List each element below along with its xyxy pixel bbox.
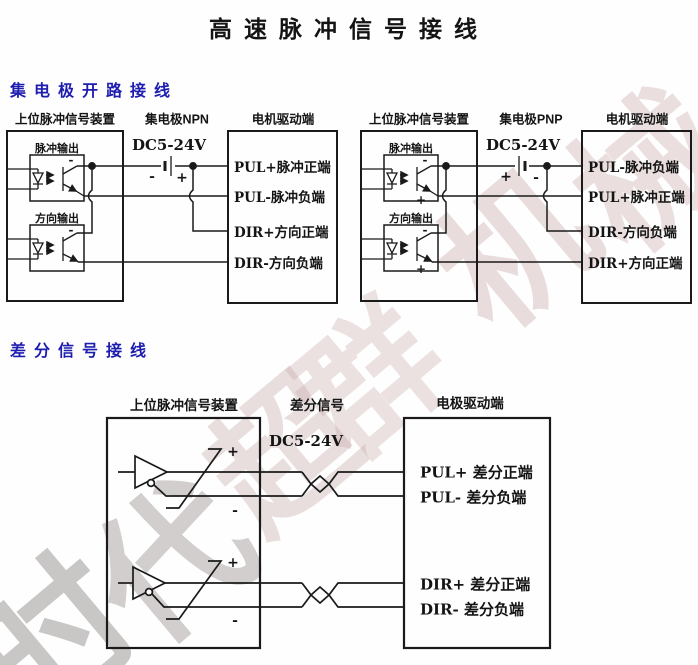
npn-direction-output-label: 方向输出 [35, 213, 79, 225]
diff-driver-box [402, 416, 552, 650]
junction-dot [189, 162, 197, 170]
pnp-opto-plus: + [415, 193, 427, 207]
npn-pulse-output-label: 脉冲输出 [35, 143, 79, 155]
npn-port-label: PUL-脉冲负端 [234, 190, 326, 206]
pnp-common-wire [431, 166, 447, 234]
diff-port-label: PUL- 差分负端 [420, 488, 527, 507]
pnp-battery [518, 156, 527, 176]
section-heading-open-collector: 集电极开路接线 [10, 81, 179, 100]
page-title: 高速脉冲信号接线 [209, 16, 489, 43]
npn-direction-optocoupler [7, 224, 85, 272]
pnp-port-label: DIR-方向负端 [588, 225, 677, 241]
pnp-battery-plus: + [500, 169, 512, 185]
diff-pul-plus-sign: + [227, 444, 239, 460]
npn-type-label: 集电极NPN [145, 112, 209, 127]
npn-driver-label: 电机驱动端 [251, 112, 315, 127]
diff-dir-plus-sign: + [227, 555, 239, 571]
twisted-pair-crossing [301, 582, 404, 605]
diff-direction-driver [118, 560, 404, 620]
twisted-pair-crossing [301, 471, 404, 494]
diff-port-label: DIR- 差分负端 [420, 600, 524, 619]
npn-battery [163, 156, 172, 176]
pnp-voltage-label: DC5-24V [485, 136, 561, 154]
diff-voltage-label: DC5-24V [268, 432, 344, 450]
pnp-port-label: DIR+方向正端 [588, 256, 683, 272]
diff-device-label: 上位脉冲信号装置 [130, 398, 238, 413]
npn-device-label: 上位脉冲信号装置 [14, 112, 116, 127]
pnp-pulse-optocoupler [361, 154, 439, 202]
pnp-opto-minus: - [422, 223, 428, 237]
pnp-battery-minus: - [533, 170, 539, 186]
pnp-direction-output-label: 方向输出 [389, 213, 433, 225]
twisted-pair-crossing [301, 585, 404, 608]
diff-pulse-driver [118, 448, 404, 509]
npn-battery-plus: + [176, 170, 188, 186]
npn-port-label: DIR+方向正端 [234, 225, 329, 241]
pnp-driver-box [581, 130, 692, 304]
pnp-circuit [360, 130, 692, 304]
pnp-port-label: PUL+脉冲正端 [588, 190, 685, 206]
npn-voltage-label: DC5-24V [131, 136, 207, 154]
npn-port-label: PUL+脉冲正端 [234, 160, 331, 176]
diff-device-box [105, 416, 262, 650]
npn-dir-plus-wire [188, 166, 228, 232]
pnp-device-box [360, 130, 478, 302]
diff-signal-label: 差分信号 [290, 398, 344, 413]
diff-dir-minus-sign: - [232, 613, 238, 629]
pnp-device-label: 上位脉冲信号装置 [368, 112, 470, 127]
junction-dot [543, 162, 551, 170]
diff-driver-label: 电极驱动端 [436, 396, 504, 411]
npn-opto-minus: - [68, 153, 74, 167]
diff-z-mark [166, 560, 223, 620]
npn-common-wire [77, 166, 93, 234]
pnp-type-label: 集电极PNP [499, 112, 563, 127]
npn-opto-minus: - [68, 223, 74, 237]
section-heading-differential: 差分信号接线 [10, 341, 155, 360]
diff-z-mark [166, 448, 223, 509]
npn-driver-box [227, 130, 338, 304]
pnp-driver-label: 电机驱动端 [605, 112, 669, 127]
twisted-pair-crossing [301, 474, 404, 497]
pnp-port-label: PUL-脉冲负端 [588, 160, 680, 176]
npn-port-label: DIR-方向负端 [234, 256, 323, 272]
pnp-pulse-output-label: 脉冲输出 [389, 143, 433, 155]
pnp-dir-minus-wire [542, 166, 582, 232]
npn-battery-minus: - [149, 169, 155, 185]
diff-port-label: DIR+ 差分正端 [420, 575, 531, 594]
junction-dot [442, 162, 450, 170]
diff-port-label: PUL+ 差分正端 [420, 463, 533, 482]
diff-pul-minus-sign: - [232, 503, 238, 519]
pnp-opto-plus: + [415, 262, 427, 276]
junction-dot [88, 162, 96, 170]
npn-device-box [6, 130, 124, 302]
npn-circuit [6, 130, 338, 304]
differential-circuit [105, 416, 552, 650]
pnp-direction-optocoupler [361, 224, 439, 272]
pnp-opto-minus: - [422, 153, 428, 167]
npn-pulse-optocoupler [7, 154, 85, 202]
